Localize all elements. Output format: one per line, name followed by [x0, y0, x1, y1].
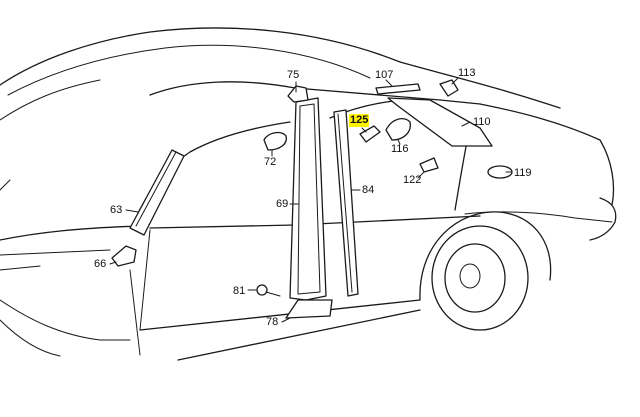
leader-110 — [461, 121, 471, 127]
rear-tire — [431, 225, 529, 331]
part-66-bracket — [111, 245, 137, 267]
part-84-pillar-strip — [333, 109, 359, 297]
front-lower-line — [0, 299, 131, 341]
leader-116 — [397, 139, 401, 145]
door-front-edge — [139, 229, 151, 331]
callout-81[interactable]: 81 — [233, 285, 246, 297]
rear-quarter-line — [464, 211, 613, 223]
callout-66[interactable]: 66 — [94, 258, 107, 270]
leader-125 — [361, 127, 367, 133]
part-63-a-pillar-trim — [129, 149, 185, 236]
lower-body-line — [177, 309, 421, 361]
part-116-handle — [385, 118, 411, 141]
leader-122 — [417, 171, 425, 179]
rear-rim — [444, 243, 506, 313]
callout-84[interactable]: 84 — [362, 184, 375, 196]
callout-113[interactable]: 113 — [458, 67, 476, 79]
part-125-cover — [359, 125, 381, 143]
part-78-sill-plate — [285, 299, 333, 319]
windshield-edge — [0, 79, 101, 121]
hood-line-2 — [0, 249, 111, 256]
rear-bumper — [589, 197, 617, 241]
rear-wheel-arch — [419, 211, 552, 301]
front-lower-line-3 — [0, 319, 61, 357]
leader-107 — [385, 79, 393, 87]
leader-113 — [451, 77, 459, 85]
leader-63 — [125, 209, 139, 213]
roof-outline — [0, 27, 561, 109]
part-75-clip — [287, 85, 309, 103]
part-122-bracket — [419, 157, 439, 173]
part-107-trim — [375, 83, 421, 95]
leader-66 — [109, 261, 117, 265]
part-110-rear-trim — [387, 97, 493, 147]
callout-63[interactable]: 63 — [110, 204, 123, 216]
callout-122[interactable]: 122 — [403, 174, 422, 186]
callout-116[interactable]: 116 — [391, 143, 409, 155]
rear-hub — [459, 263, 481, 289]
front-lower-line-2 — [129, 269, 141, 356]
hood-line — [0, 225, 141, 241]
part-81-screw — [256, 284, 268, 296]
trunk-line — [479, 103, 615, 206]
callout-78[interactable]: 78 — [266, 316, 279, 328]
callout-69[interactable]: 69 — [276, 198, 289, 210]
callout-125-highlighted[interactable]: 125 — [349, 114, 370, 127]
sill-line — [139, 299, 421, 331]
callout-72[interactable]: 72 — [264, 156, 277, 168]
callout-75[interactable]: 75 — [287, 69, 300, 81]
hood-line-3 — [0, 265, 41, 271]
part-113-clip — [439, 79, 459, 97]
callout-107[interactable]: 107 — [375, 69, 394, 81]
windshield-edge-2 — [0, 179, 11, 191]
callout-119[interactable]: 119 — [514, 167, 532, 179]
part-72-handle — [263, 131, 287, 151]
part-69-b-pillar-trim — [289, 97, 327, 301]
roof-inner-line — [7, 44, 371, 96]
callout-110[interactable]: 110 — [473, 116, 491, 128]
leader-78 — [281, 317, 291, 323]
